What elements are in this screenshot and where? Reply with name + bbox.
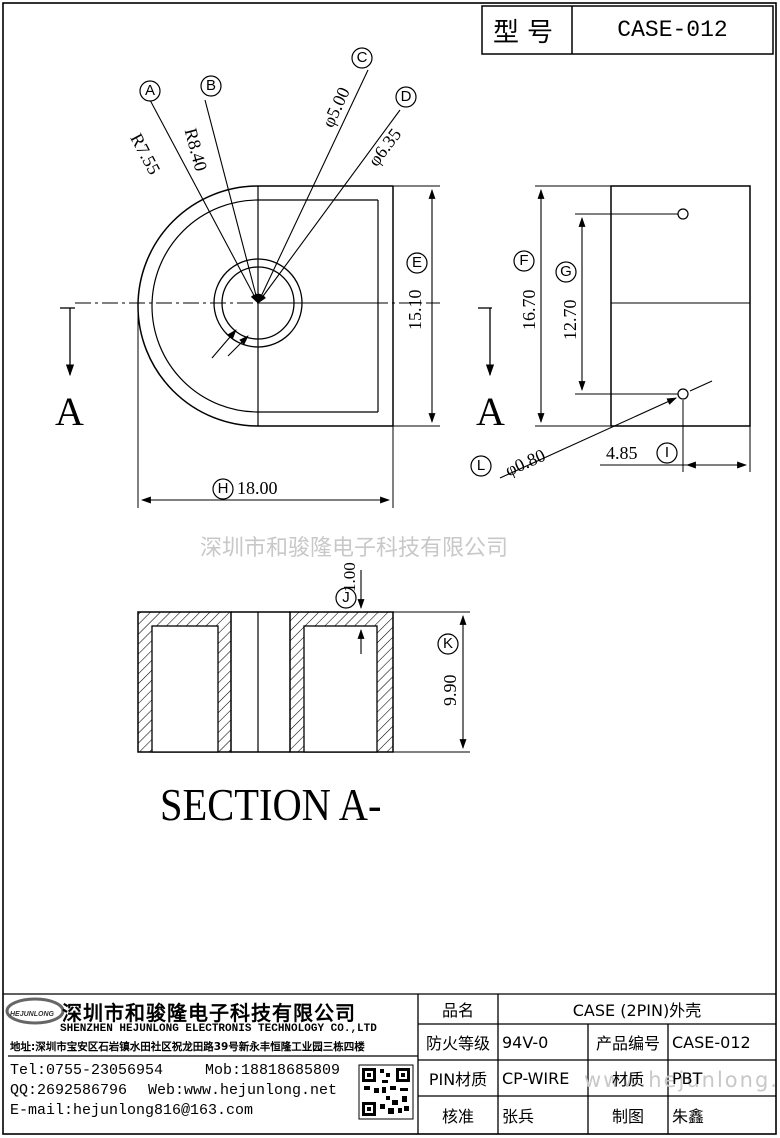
fire-rating-label: 防火等级: [425, 1034, 490, 1053]
model-value: CASE-012: [617, 17, 728, 43]
dim-i-value: 4.85: [606, 443, 638, 463]
fire-rating-value: 94V-0: [502, 1032, 549, 1052]
marker-f: F: [519, 252, 529, 269]
marker-circles: [139, 47, 678, 655]
drawn-label: 制图: [611, 1107, 644, 1126]
company-web: Web:www.hejunlong.net: [148, 1082, 338, 1099]
section-arrow-left-label: A: [55, 389, 84, 434]
top-view: [60, 69, 495, 508]
company-name-en: SHENZHEN HEJUNLONG ELECTRONIS TECHNOLOGY…: [60, 1023, 377, 1035]
dim-k-value: 9.90: [440, 674, 460, 707]
material-value: PBT: [672, 1068, 703, 1088]
logo-text: HEJUNLONG: [10, 1011, 54, 1018]
dim-j-value: 1.00: [340, 562, 359, 592]
side-view: [499, 185, 751, 479]
company-logo: [5, 997, 65, 1025]
product-name-label: 品名: [441, 1001, 474, 1020]
section-arrow-right-label: A: [476, 389, 505, 434]
company-name-cn: 深圳市和骏隆电子科技有限公司: [62, 1001, 356, 1025]
section-view: [137, 570, 470, 753]
marker-e: E: [411, 254, 422, 271]
dim-f-value: 16.70: [519, 289, 539, 331]
pin-material-value: CP-WIRE: [502, 1068, 570, 1088]
marker-a: A: [144, 82, 155, 99]
product-code-label: 产品编号: [595, 1034, 660, 1053]
header-box: [481, 5, 774, 55]
company-email: E-mail:hejunlong816@163.com: [10, 1102, 254, 1119]
company-address: 地址:深圳市宝安区石岩镇水田社区祝龙田路39号新永丰恒隆工业园三栋四楼: [10, 1041, 365, 1053]
product-name-value: CASE (2PIN)外壳: [572, 1001, 702, 1020]
title-block-grid: [3, 993, 776, 1134]
section-title: SECTION A-: [160, 779, 382, 830]
drawn-value: 朱鑫: [672, 1107, 705, 1126]
watermark-url: www.hejunlong.net: [584, 1068, 780, 1092]
marker-k: K: [442, 635, 453, 652]
marker-g: G: [560, 263, 572, 280]
qr-code: [358, 1064, 414, 1120]
material-label: 材质: [611, 1070, 644, 1089]
marker-d: D: [400, 88, 412, 105]
marker-l: L: [476, 457, 486, 474]
checked-label: 核准: [441, 1107, 474, 1126]
model-label: 型号: [492, 17, 561, 48]
pin-material-label: PIN材质: [428, 1070, 488, 1089]
marker-b: B: [205, 77, 216, 94]
checked-value: 张兵: [502, 1107, 535, 1126]
marker-j: J: [342, 589, 350, 606]
marker-i: I: [664, 444, 670, 461]
dim-e-value: 15.10: [405, 289, 425, 331]
company-tel: Tel:0755-23056954: [10, 1062, 164, 1079]
watermark-cn: 深圳市和骏隆电子科技有限公司: [200, 536, 509, 561]
marker-c: C: [356, 49, 368, 66]
company-mob: Mob:18818685809: [205, 1062, 341, 1079]
dim-g-value: 12.70: [560, 299, 580, 341]
product-code-value: CASE-012: [672, 1032, 751, 1052]
dim-h-value: 18.00: [237, 478, 278, 498]
marker-h: H: [217, 480, 229, 497]
company-qq: QQ:2692586796: [10, 1082, 128, 1099]
